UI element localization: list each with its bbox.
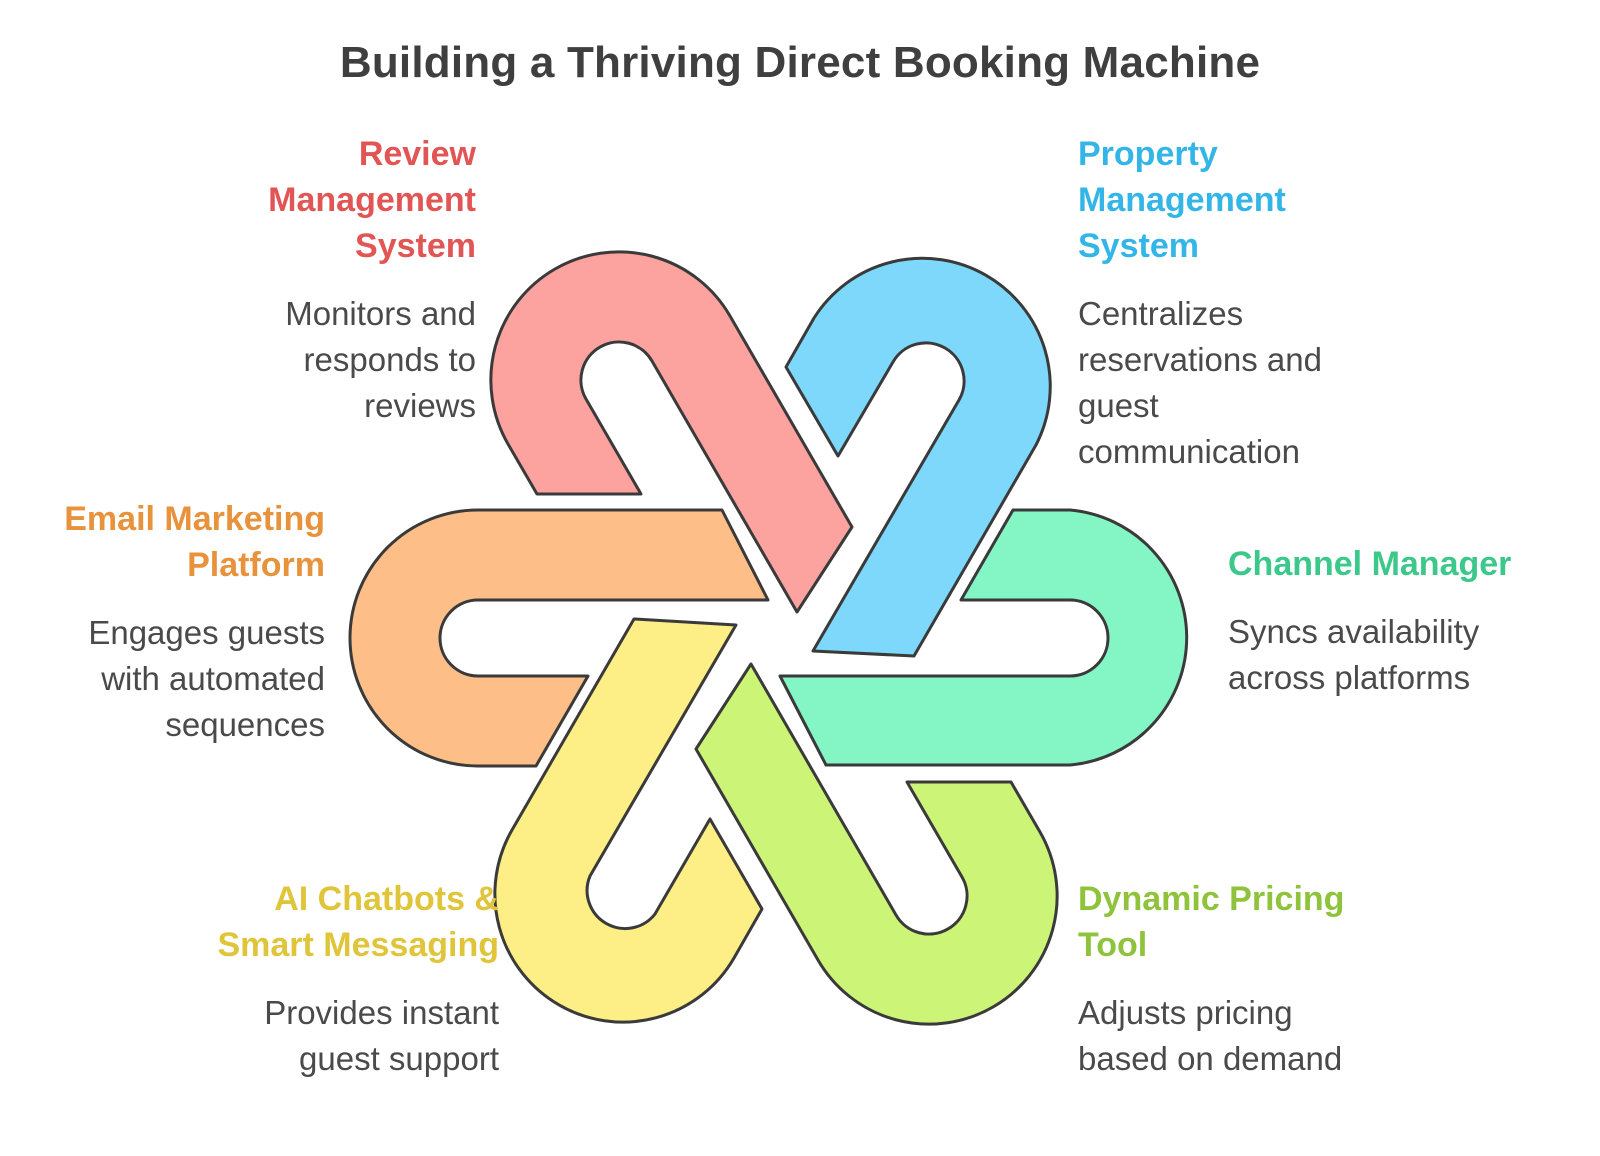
review-label: Review Management System: [268, 135, 476, 265]
chatbots-label: AI Chatbots & Smart Messaging: [217, 880, 499, 964]
channel-loop: [778, 508, 1189, 767]
channel-description: Syncs availability across platforms: [1228, 613, 1480, 696]
review-block: Review Management System Monitors and re…: [156, 131, 476, 429]
channel-label: Channel Manager: [1228, 545, 1512, 583]
pricing-loop: [694, 662, 1059, 1026]
property-label: Property Management System: [1078, 135, 1286, 265]
email-loop: [348, 508, 770, 768]
property-block: Property Management System Centralizes r…: [1078, 131, 1438, 475]
chatbots-loop: [493, 617, 764, 1024]
chatbots-block: AI Chatbots & Smart Messaging Provides i…: [159, 876, 499, 1082]
property-description: Centralizes reservations and guest commu…: [1078, 295, 1322, 470]
review-loop: [489, 250, 854, 614]
pricing-label: Dynamic Pricing Tool: [1078, 880, 1345, 964]
chatbots-description: Provides instant guest support: [264, 994, 499, 1077]
pricing-block: Dynamic Pricing Tool Adjusts pricing bas…: [1078, 876, 1418, 1082]
property-loop: [784, 256, 1052, 658]
email-block: Email Marketing Platform Engages guests …: [15, 496, 325, 748]
email-description: Engages guests with automated sequences: [88, 614, 325, 743]
pricing-description: Adjusts pricing based on demand: [1078, 994, 1343, 1077]
channel-block: Channel Manager Syncs availability acros…: [1228, 541, 1588, 701]
diagram-title: Building a Thriving Direct Booking Machi…: [339, 38, 1261, 87]
email-label: Email Marketing Platform: [64, 500, 325, 584]
review-description: Monitors and responds to reviews: [285, 295, 476, 424]
